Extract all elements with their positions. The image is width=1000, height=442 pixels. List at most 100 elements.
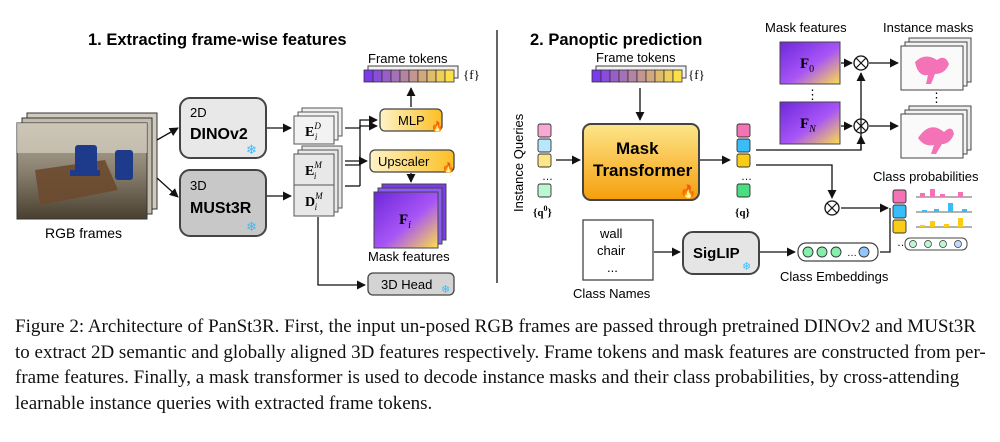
prob-bar bbox=[940, 194, 945, 197]
frame-token bbox=[654, 69, 665, 83]
mask-transformer-line2: Transformer bbox=[593, 161, 693, 180]
upscaler-label: Upscaler bbox=[378, 154, 430, 169]
class-probs-label: Class probabilities bbox=[873, 169, 979, 184]
snowflake-icon: ❄ bbox=[246, 142, 257, 157]
frame-token bbox=[672, 69, 683, 83]
section1-title: 1. Extracting frame-wise features bbox=[88, 31, 347, 49]
rgb-frames-stack bbox=[16, 112, 158, 220]
svg-text:{q0}: {q0} bbox=[533, 204, 552, 219]
prob-bar bbox=[920, 193, 925, 197]
class-probs-column: … bbox=[892, 189, 908, 249]
prob-bar bbox=[922, 210, 927, 212]
frame-tokens-symbol-1: {f} bbox=[463, 67, 480, 82]
section2-title: 2. Panoptic prediction bbox=[530, 31, 702, 49]
q0-base: {q bbox=[533, 207, 544, 219]
instance-mask-0 bbox=[900, 37, 972, 91]
mask-transformer-line1: Mask bbox=[616, 139, 659, 158]
feat-em-sub: i bbox=[314, 171, 317, 181]
snowflake-icon: ❄ bbox=[441, 284, 450, 296]
class-names-box bbox=[582, 219, 654, 281]
prob-bar bbox=[930, 221, 935, 227]
query-token bbox=[537, 183, 552, 198]
mask-feat-base: F bbox=[399, 212, 408, 228]
instance-masks-label: Instance masks bbox=[883, 20, 974, 35]
frame-token bbox=[591, 69, 602, 83]
frame-tokens-symbol-2: {f} bbox=[688, 67, 705, 82]
mask-feature-fn bbox=[779, 101, 841, 145]
svg-text:EMi: EMi bbox=[305, 160, 322, 181]
frame-token bbox=[645, 69, 656, 83]
fire-icon: 🔥 bbox=[442, 161, 454, 174]
embed-dot bbox=[924, 240, 932, 248]
prob-bar bbox=[920, 225, 925, 227]
embed-dot bbox=[954, 240, 962, 248]
svg-text:Fi: Fi bbox=[399, 212, 411, 231]
embed-dot bbox=[939, 240, 947, 248]
must3r-tag: 3D bbox=[190, 178, 207, 193]
frame-token bbox=[372, 69, 383, 83]
q0-sup: 0 bbox=[543, 204, 547, 213]
dinov2-tag: 2D bbox=[190, 105, 207, 120]
multiply-op-class bbox=[824, 200, 840, 216]
query-token bbox=[892, 189, 907, 204]
query-token bbox=[537, 138, 552, 153]
frame-token bbox=[663, 69, 674, 83]
fn-sub: N bbox=[808, 124, 817, 135]
frame-token bbox=[609, 69, 620, 83]
upscaler-block bbox=[369, 149, 455, 173]
must3r-block bbox=[179, 169, 267, 237]
frame-token bbox=[618, 69, 629, 83]
frame-token bbox=[417, 69, 428, 83]
embed-dot bbox=[909, 240, 917, 248]
query-token bbox=[736, 153, 751, 168]
3d-head-label: 3D Head bbox=[381, 277, 432, 292]
class-embeddings-label: Class Embeddings bbox=[780, 269, 889, 284]
mask-feature-f0 bbox=[779, 41, 841, 85]
f0-base: F bbox=[800, 56, 809, 72]
query-token bbox=[892, 204, 907, 219]
frame-tokens-label-2: Frame tokens bbox=[596, 50, 676, 65]
frame-token bbox=[426, 69, 437, 83]
prob-bar bbox=[930, 189, 935, 197]
frame-token bbox=[627, 69, 638, 83]
siglip-label: SigLIP bbox=[693, 245, 740, 262]
dinov2-label: DINOv2 bbox=[190, 126, 248, 143]
q0-close: } bbox=[547, 207, 551, 219]
vertical-dots: ⋮ bbox=[806, 87, 819, 102]
vertical-dots: ⋮ bbox=[930, 90, 943, 105]
3d-head-block bbox=[367, 272, 455, 296]
instance-queries-column: … bbox=[537, 123, 553, 198]
feat-em-base: E bbox=[305, 164, 314, 179]
feat-dm-base: D bbox=[305, 195, 315, 210]
f0-sub: 0 bbox=[809, 64, 814, 75]
instance-mask-n bbox=[900, 105, 972, 159]
frame-token bbox=[408, 69, 419, 83]
fn-base: F bbox=[800, 116, 809, 132]
class-names-label: Class Names bbox=[573, 286, 651, 300]
query-ellipsis: … bbox=[897, 237, 908, 249]
prob-bar bbox=[958, 218, 963, 227]
snowflake-icon: ❄ bbox=[742, 261, 751, 273]
feature-e-d-stack bbox=[293, 107, 343, 145]
query-token bbox=[736, 123, 751, 138]
feat-dm-sub: i bbox=[315, 202, 318, 212]
must3r-label: MUSt3R bbox=[190, 200, 252, 217]
frame-token bbox=[381, 69, 392, 83]
mask-features-stack-1 bbox=[373, 183, 447, 249]
query-token bbox=[736, 183, 751, 198]
frame-token bbox=[444, 69, 455, 83]
mask-transformer-block bbox=[582, 123, 700, 201]
svg-text:DMi: DMi bbox=[305, 191, 323, 212]
figure-caption: Figure 2: Architecture of PanSt3R. First… bbox=[15, 316, 986, 414]
prob-bar bbox=[948, 203, 953, 212]
multiply-op-top bbox=[853, 55, 869, 71]
prob-embed-row bbox=[904, 237, 968, 251]
query-token bbox=[736, 138, 751, 153]
feat-ed-sup: D bbox=[313, 121, 321, 131]
feat-ed-sub: i bbox=[315, 132, 318, 142]
rgb-frames-label: RGB frames bbox=[45, 225, 122, 241]
frame-tokens-bar-2 bbox=[591, 65, 687, 83]
mask-features-label-2: Mask features bbox=[765, 20, 847, 35]
mlp-label: MLP bbox=[398, 113, 425, 128]
query-token bbox=[537, 153, 552, 168]
